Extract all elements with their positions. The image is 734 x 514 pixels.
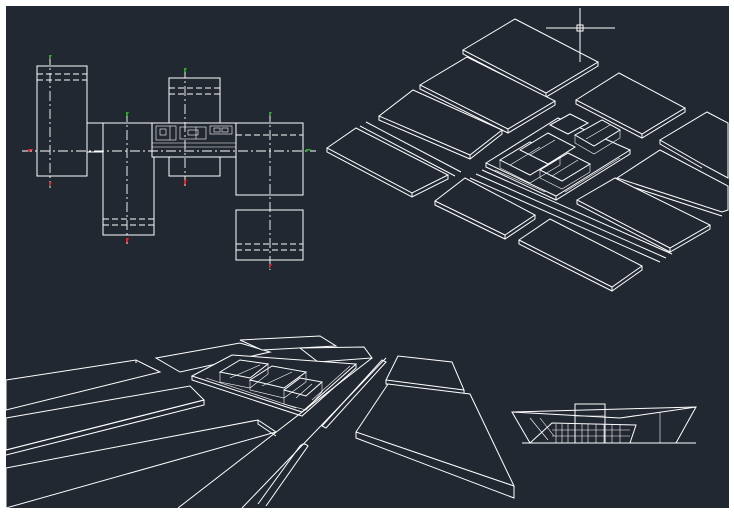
plan-view[interactable] xyxy=(22,55,316,270)
model-space-canvas[interactable] xyxy=(6,6,729,508)
axis-marker-y-icon xyxy=(126,112,129,118)
iso-road-edge xyxy=(481,169,673,255)
iso-slab xyxy=(378,89,503,160)
iso-road-edge xyxy=(469,177,661,263)
section-tower xyxy=(574,403,606,444)
iso-slab xyxy=(574,72,687,139)
iso-slab xyxy=(575,177,712,253)
iso-slab xyxy=(518,218,643,292)
isometric-site-view[interactable] xyxy=(326,18,729,292)
iso-building-massing xyxy=(494,113,621,193)
section-canopy xyxy=(511,406,697,413)
plan-axis-markers xyxy=(28,55,312,270)
iso-road-edge xyxy=(359,125,456,177)
axis-marker-x-icon xyxy=(269,264,272,270)
persp-median xyxy=(257,359,387,507)
axis-marker-x-icon xyxy=(49,182,52,188)
axis-marker-y-icon xyxy=(269,112,272,118)
axis-marker-y-icon xyxy=(306,149,312,152)
perspective-street-view[interactable] xyxy=(6,335,515,508)
iso-road-edge xyxy=(475,173,667,259)
axis-marker-x-icon xyxy=(184,180,187,186)
persp-slab xyxy=(355,383,515,499)
plan-block-right-upper xyxy=(235,122,304,196)
plan-block-left xyxy=(36,65,88,177)
axis-marker-x-icon xyxy=(28,149,34,152)
section-elevation-view[interactable] xyxy=(511,403,697,444)
persp-slab xyxy=(6,385,205,456)
persp-slab xyxy=(154,342,272,373)
crosshair-pickbox-icon xyxy=(546,8,615,62)
plan-block-lower-mid xyxy=(102,122,155,236)
persp-building-massing xyxy=(205,359,351,411)
iso-slab xyxy=(659,111,729,179)
persp-road-edge xyxy=(177,357,373,508)
axis-marker-x-icon xyxy=(126,238,129,244)
iso-slab xyxy=(326,127,450,198)
iso-road-edge xyxy=(365,121,462,173)
axis-marker-y-icon xyxy=(184,68,187,74)
plan-block-right-lower xyxy=(235,209,304,261)
iso-slab xyxy=(418,56,557,134)
persp-slab xyxy=(239,335,338,351)
drawing-viewport[interactable] xyxy=(6,6,729,508)
iso-slab xyxy=(434,177,536,240)
persp-road-edge xyxy=(241,357,387,508)
persp-slab xyxy=(6,359,162,411)
section-facade-detail xyxy=(529,412,661,443)
axis-marker-y-icon xyxy=(49,55,52,61)
section-roof-profile xyxy=(511,406,697,444)
plan-building-detail xyxy=(152,125,236,148)
